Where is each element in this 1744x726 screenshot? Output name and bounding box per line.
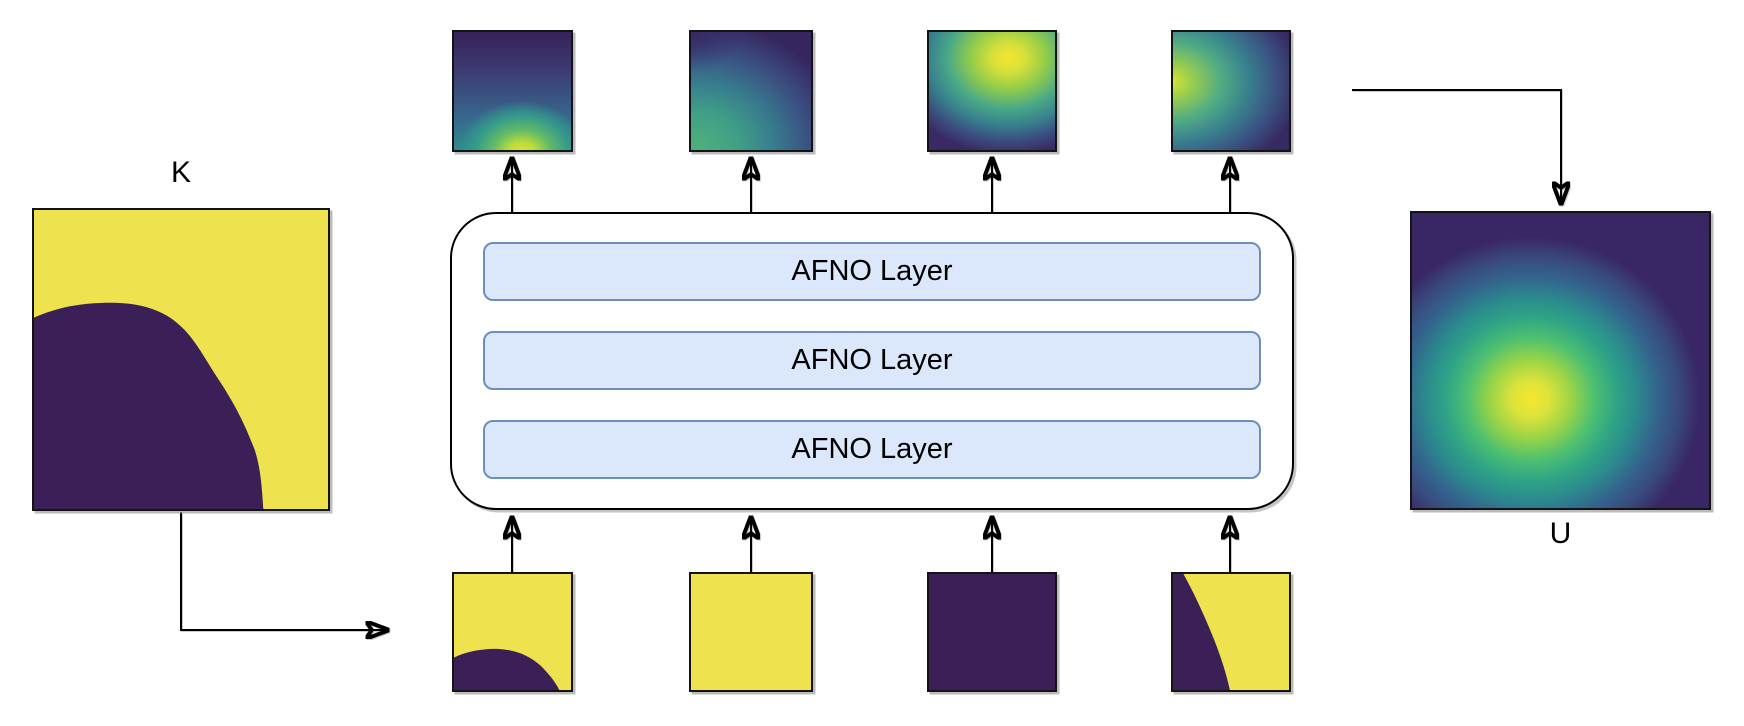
input-field-label: K xyxy=(170,156,191,189)
output-field-U-image xyxy=(1410,211,1711,510)
output-patch-2 xyxy=(689,30,813,152)
afno-layer-2: AFNO Layer xyxy=(483,331,1261,390)
input-patch-4 xyxy=(1171,572,1291,692)
arrow-k-to-patches xyxy=(180,512,388,630)
afno-stack-box: AFNO Layer AFNO Layer AFNO Layer xyxy=(450,212,1294,510)
input-patch-2 xyxy=(689,572,813,692)
output-patch-1 xyxy=(452,30,573,152)
input-patch-3 xyxy=(927,572,1057,692)
input-patch-1-blob xyxy=(454,648,560,690)
afno-layer-2-label: AFNO Layer xyxy=(791,344,953,376)
afno-layer-1-label: AFNO Layer xyxy=(791,255,953,287)
output-patch-4 xyxy=(1171,30,1291,152)
afno-layer-3: AFNO Layer xyxy=(483,420,1261,479)
input-patch-1 xyxy=(452,572,573,692)
input-field-K-image xyxy=(32,208,330,511)
afno-layer-1: AFNO Layer xyxy=(483,242,1261,301)
arrow-patches-to-u xyxy=(1352,89,1561,204)
afno-layer-3-label: AFNO Layer xyxy=(791,433,953,465)
output-field-label: U xyxy=(1549,517,1572,550)
output-patch-3 xyxy=(927,30,1057,152)
k-field-blob xyxy=(34,302,264,509)
input-patch-4-wedge xyxy=(1173,574,1230,690)
